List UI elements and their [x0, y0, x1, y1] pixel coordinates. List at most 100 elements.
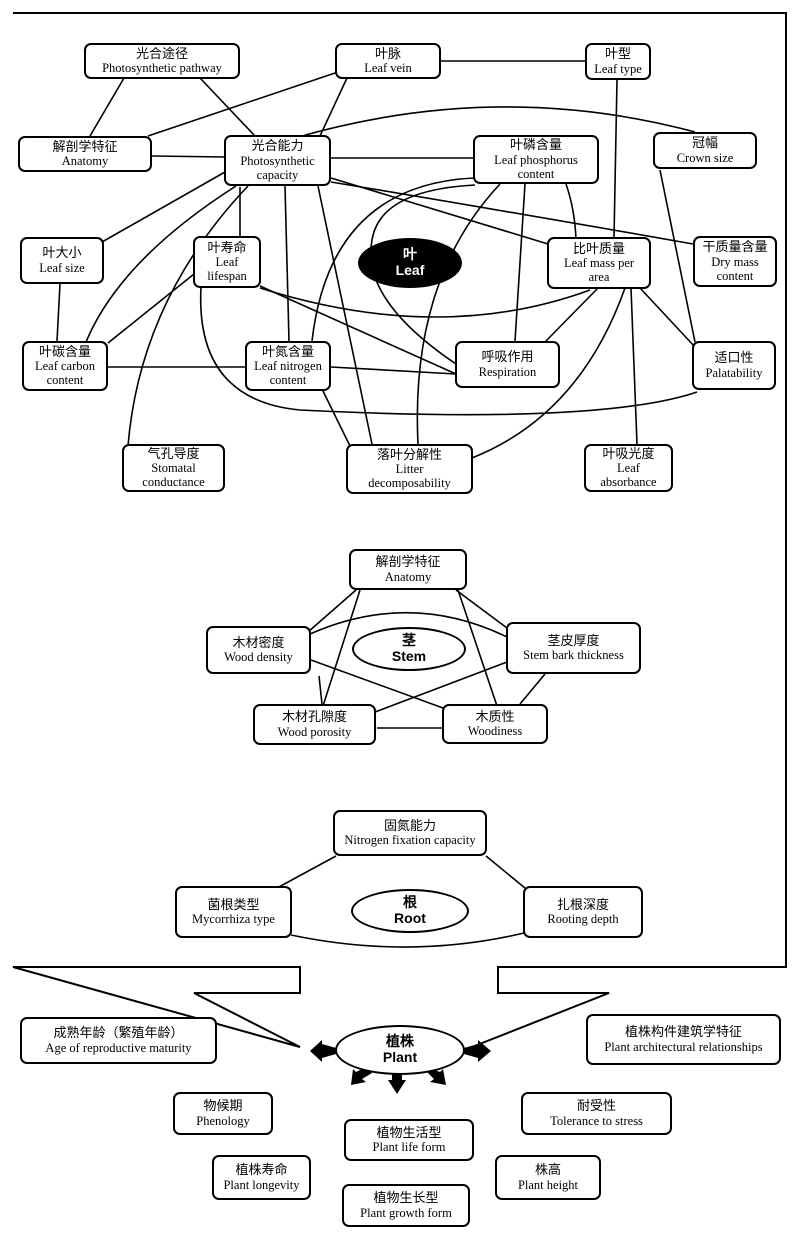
node-leaf-vein: 叶脉 Leaf vein: [335, 43, 441, 79]
root-center-en: Root: [394, 910, 426, 926]
node-palatability: 适口性 Palatability: [692, 341, 776, 390]
node-zh: 木质性: [475, 708, 515, 724]
node-dry-mass-content: 干质量含量 Dry mass content: [693, 236, 777, 287]
node-leaf-phosphorus: 叶磷含量 Leaf phosphorus content: [473, 135, 599, 184]
node-stomatal-conductance: 气孔导度 Stomatal conductance: [122, 444, 225, 492]
node-stem-anatomy: 解剖学特征 Anatomy: [349, 549, 467, 590]
node-en: Plant architectural relationships: [604, 1039, 763, 1054]
node-zh: 株高: [534, 1162, 561, 1178]
node-en: Age of reproductive maturity: [45, 1040, 192, 1055]
node-wood-density: 木材密度 Wood density: [206, 626, 311, 674]
node-en: Dry mass content: [711, 254, 759, 283]
node-en: Mycorrhiza type: [192, 912, 275, 927]
node-leaf-absorbance: 叶吸光度 Leaf absorbance: [584, 444, 673, 492]
node-zh: 叶大小: [42, 245, 82, 261]
stem-links: [307, 589, 546, 729]
node-en: Plant longevity: [223, 1177, 300, 1192]
node-en: Plant height: [517, 1177, 579, 1192]
node-en: Palatability: [705, 365, 763, 380]
node-zh: 比叶质量: [572, 240, 625, 256]
node-plant-growth-form: 植物生长型 Plant growth form: [342, 1184, 470, 1227]
node-en: Wood porosity: [277, 724, 352, 739]
node-en: Plant life form: [372, 1140, 446, 1155]
node-zh: 叶碳含量: [38, 343, 91, 359]
node-zh: 叶磷含量: [509, 137, 562, 153]
node-en: Litter decomposability: [368, 462, 451, 491]
node-zh: 光合途径: [135, 45, 188, 61]
node-en: Woodiness: [467, 724, 523, 739]
node-zh: 植株寿命: [235, 1162, 288, 1178]
node-en: Leaf carbon content: [34, 359, 96, 388]
node-litter-decomposability: 落叶分解性 Litter decomposability: [346, 444, 473, 494]
stem-center-zh: 茎: [402, 633, 416, 649]
root-center: 根 Root: [351, 889, 469, 933]
node-en: Leaf type: [594, 61, 642, 76]
node-mycorrhiza-type: 菌根类型 Mycorrhiza type: [175, 886, 292, 938]
node-en: Leaf vein: [364, 61, 412, 76]
node-plant-height: 株高 Plant height: [495, 1155, 601, 1200]
node-rooting-depth: 扎根深度 Rooting depth: [523, 886, 643, 938]
node-en: Rooting depth: [547, 912, 619, 927]
node-en: Leaf mass per area: [563, 256, 635, 285]
node-zh: 光合能力: [251, 138, 304, 154]
node-zh: 干质量含量: [702, 239, 768, 255]
leaf-center-zh: 叶: [403, 247, 417, 263]
node-en: Leaf lifespan: [207, 255, 247, 284]
stem-center: 茎 Stem: [352, 627, 466, 671]
node-zh: 叶寿命: [207, 239, 247, 255]
node-zh: 植物生活型: [376, 1124, 442, 1140]
node-leaf-carbon: 叶碳含量 Leaf carbon content: [22, 341, 108, 391]
plant-center: 植株 Plant: [335, 1025, 465, 1075]
node-en: Wood density: [224, 650, 293, 665]
node-zh: 叶吸光度: [602, 445, 655, 461]
node-stem-bark-thickness: 茎皮厚度 Stem bark thickness: [506, 622, 641, 674]
node-zh: 叶型: [604, 46, 631, 62]
node-zh: 适口性: [714, 350, 754, 366]
node-zh: 木材孔隙度: [281, 709, 347, 725]
node-photosynthetic-pathway: 光合途径 Photosynthetic pathway: [84, 43, 240, 79]
node-en: Crown size: [676, 150, 734, 165]
root-links: [276, 855, 526, 948]
plant-center-zh: 植株: [386, 1034, 414, 1050]
node-en: Plant growth form: [360, 1205, 452, 1220]
node-respiration: 呼吸作用 Respiration: [455, 341, 560, 388]
node-en: Leaf phosphorus content: [494, 152, 578, 181]
node-zh: 冠幅: [691, 135, 718, 151]
node-zh: 植株构件建筑学特征: [624, 1024, 742, 1040]
node-en: Anatomy: [384, 569, 432, 584]
node-leaf-nitrogen: 叶氮含量 Leaf nitrogen content: [245, 341, 331, 391]
node-en: Tolerance to stress: [550, 1113, 643, 1128]
node-zh: 解剖学特征: [52, 138, 118, 154]
leaf-center-en: Leaf: [395, 262, 425, 278]
node-zh: 扎根深度: [556, 896, 609, 912]
node-zh: 落叶分解性: [376, 446, 442, 462]
node-en: Photosynthetic pathway: [102, 61, 222, 76]
root-center-zh: 根: [403, 895, 417, 911]
node-zh: 耐受性: [576, 1098, 616, 1114]
node-leaf-mass-per-area: 比叶质量 Leaf mass per area: [547, 237, 651, 289]
node-en: Nitrogen fixation capacity: [344, 833, 476, 848]
node-en: Leaf nitrogen content: [254, 359, 322, 388]
node-en: Photosynthetic capacity: [240, 153, 315, 182]
node-plant-longevity: 植株寿命 Plant longevity: [212, 1155, 311, 1200]
node-leaf-type: 叶型 Leaf type: [585, 43, 651, 80]
node-leaf-anatomy: 解剖学特征 Anatomy: [18, 136, 152, 172]
node-zh: 成熟年龄（繁殖年龄）: [53, 1025, 184, 1041]
node-en: Respiration: [478, 364, 537, 379]
node-en: Stomatal conductance: [142, 461, 205, 490]
node-zh: 菌根类型: [207, 896, 260, 912]
leaf-links: [56, 60, 698, 459]
node-zh: 气孔导度: [147, 445, 200, 461]
node-age-reproductive-maturity: 成熟年龄（繁殖年龄） Age of reproductive maturity: [20, 1017, 217, 1064]
node-plant-architecture: 植株构件建筑学特征 Plant architectural relationsh…: [586, 1014, 781, 1065]
node-zh: 叶氮含量: [261, 343, 314, 359]
node-zh: 固氮能力: [383, 817, 436, 833]
plant-center-en: Plant: [382, 1049, 418, 1065]
organ-frame: [12, 12, 787, 1048]
node-en: Leaf size: [39, 260, 85, 275]
leaf-center: 叶 Leaf: [358, 238, 462, 288]
node-en: Stem bark thickness: [523, 648, 624, 663]
node-plant-life-form: 植物生活型 Plant life form: [344, 1119, 474, 1161]
